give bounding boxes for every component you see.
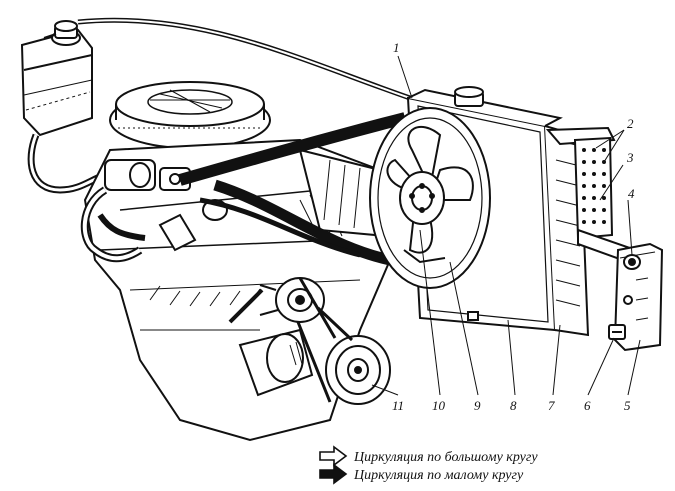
callout-1: 1 [393,40,400,55]
hollow-arrow-icon [319,445,348,467]
fan-bracket [403,249,446,264]
overflow-hose [77,17,411,101]
drain-plug [608,324,626,340]
callout-9: 9 [474,398,481,413]
crankshaft-pulley [325,335,391,405]
dipstick [228,288,264,324]
legend: Циркуляция по большому кругу Циркуляция … [319,445,538,485]
legend-small-circuit-text: Циркуляция по малому кругу [353,468,524,483]
callout-3: 3 [626,150,634,165]
legend-item-small-circuit: Циркуляция по малому кругу [319,463,524,485]
oil-filter [238,328,314,397]
air-cleaner [109,81,271,149]
heater-hose-return [97,213,146,241]
expansion-tank [20,20,93,137]
legend-large-circuit-text: Циркуляция по большому кругу [353,450,538,465]
callout-2: 2 [627,116,634,131]
upper-radiator-hose [178,112,407,186]
fan-belt [296,277,354,403]
callout-8: 8 [510,398,517,413]
callout-10: 10 [432,398,446,413]
leader-lines [371,55,641,396]
callout-numbers: 1 2 3 4 5 6 7 8 9 10 11 [392,40,635,413]
callout-11: 11 [392,398,404,413]
callout-7: 7 [548,398,555,413]
callout-5: 5 [624,398,631,413]
legend-item-large-circuit: Циркуляция по большому кругу [319,445,538,467]
solid-arrow-icon [319,463,348,485]
thermostat-housing [104,159,228,252]
lower-radiator-hose [213,179,401,268]
bypass-hose [199,197,361,258]
callout-4: 4 [628,186,635,201]
callout-6: 6 [584,398,591,413]
cooling-fan [386,125,474,254]
